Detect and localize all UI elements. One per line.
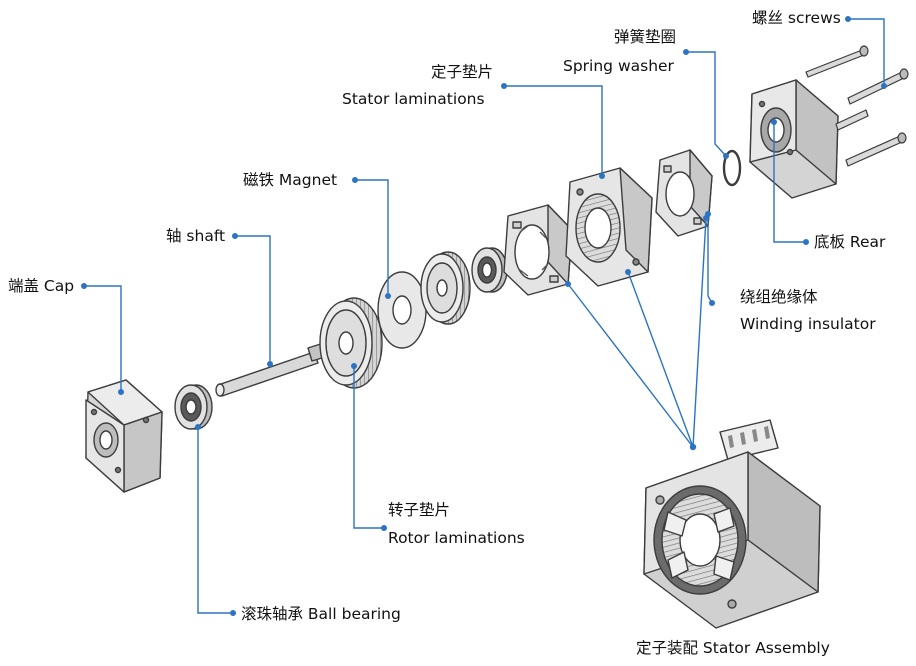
label-magnet: 磁铁 Magnet (243, 171, 338, 189)
label-cap: 端盖 Cap (8, 277, 75, 295)
leader-assembly-2 (627, 271, 694, 448)
winding-insulator-front-part (503, 204, 573, 296)
leader-rear (773, 122, 806, 243)
ball-bearing-rear-part (471, 247, 508, 293)
leader-lines (84, 18, 885, 614)
label-rotor-lam-en: Rotor laminations (388, 529, 525, 547)
rear-plate-part (749, 79, 839, 199)
label-winding-cn: 绕组绝缘体 (740, 288, 818, 306)
winding-insulator-rear-part (655, 149, 713, 237)
end-cap-part (85, 379, 163, 493)
label-spring-washer-en: Spring washer (563, 57, 674, 75)
label-rotor-lam-cn: 转子垫片 (388, 501, 451, 519)
label-spring-washer-cn: 弹簧垫圈 (614, 28, 677, 46)
label-shaft: 轴 shaft (166, 227, 226, 245)
spring-washer-part (722, 149, 742, 187)
leader-cap (84, 285, 122, 392)
screws-part (805, 45, 909, 167)
stator-laminations-part (565, 167, 653, 287)
leader-stator-laminations (504, 85, 603, 176)
label-stator-assembly: 定子装配 Stator Assembly (636, 639, 830, 657)
magnet-part (377, 271, 427, 349)
label-stator-lam-en: Stator laminations (342, 90, 485, 108)
leader-rotor-lam (353, 366, 384, 529)
shaft-part (215, 340, 336, 397)
leader-assembly-3 (692, 217, 707, 448)
stator-assembly-part (643, 419, 821, 629)
leader-spring-washer (686, 51, 727, 157)
leader-shaft (235, 235, 271, 364)
leader-assembly-1 (567, 283, 694, 448)
rotor-lamination-gear-part (319, 297, 383, 389)
label-ball-bearing: 滚珠轴承 Ball bearing (241, 605, 401, 623)
ball-bearing-front-part (174, 384, 213, 430)
label-stator-lam-cn: 定子垫片 (431, 63, 494, 81)
leader-winding (707, 214, 713, 304)
leader-magnet (355, 179, 389, 296)
leader-ball-bearing (197, 427, 233, 614)
label-winding-en: Winding insulator (740, 315, 876, 333)
label-screws: 螺丝 screws (752, 9, 841, 27)
leader-screws (848, 18, 885, 86)
leader-dots (81, 16, 887, 616)
rotor-gear-rear-part (420, 251, 471, 325)
label-rear: 底板 Rear (814, 233, 886, 251)
